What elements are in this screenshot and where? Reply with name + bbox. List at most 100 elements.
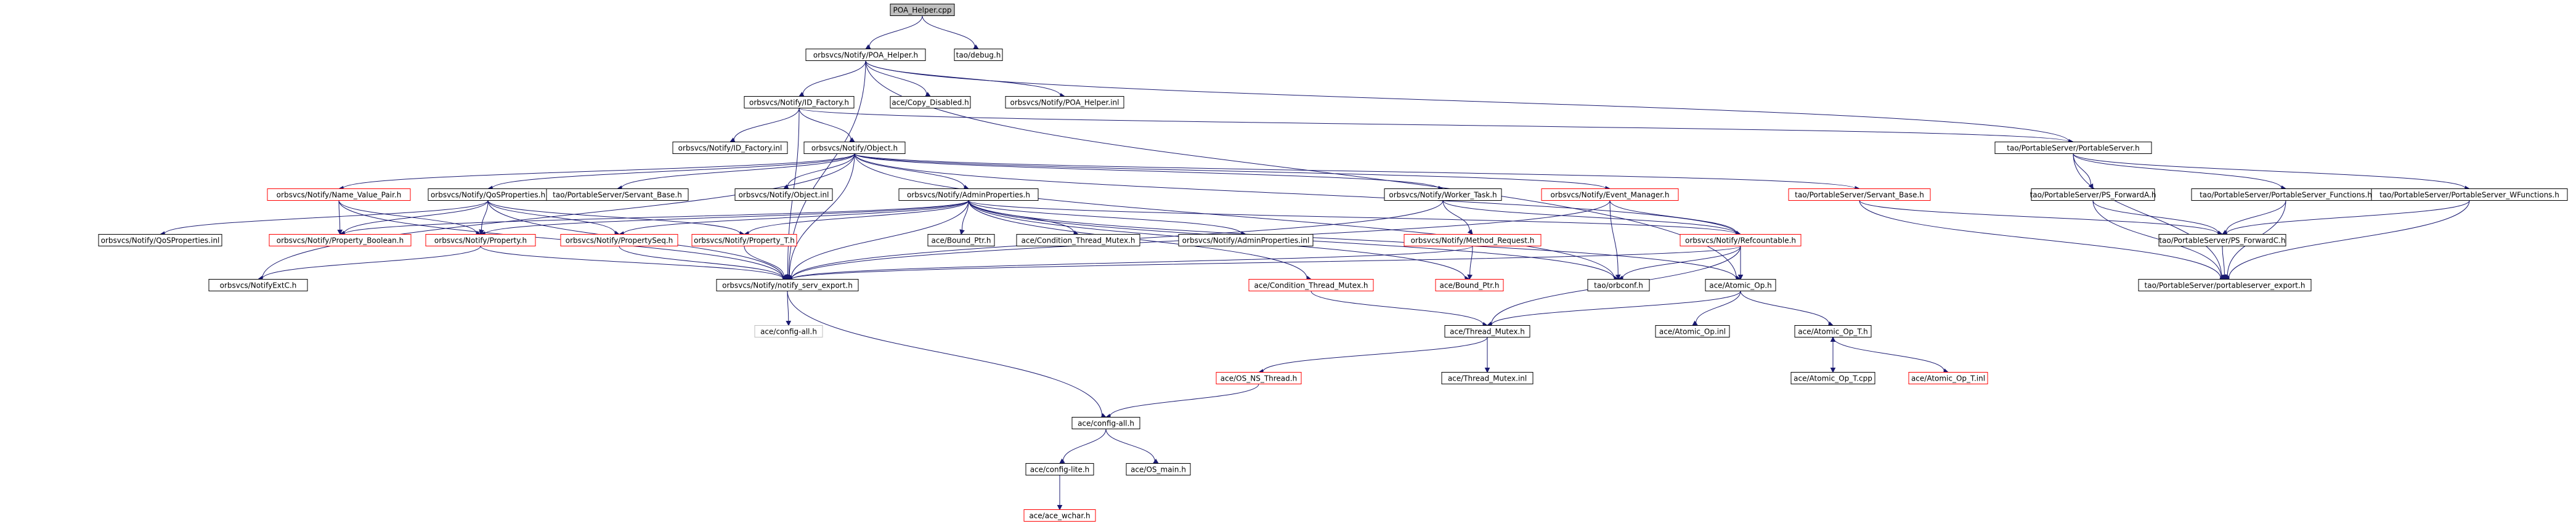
- node-label: tao/PortableServer/PortableServer_WFunct…: [2379, 191, 2559, 200]
- node-label: ace/OS_main.h: [1131, 466, 1186, 474]
- node-orbconf[interactable]: tao/orbconf.h: [1587, 279, 1650, 291]
- node-event-manager[interactable]: orbsvcs/Notify/Event_Manager.h: [1541, 188, 1679, 201]
- node-cond-thread-mutex[interactable]: ace/Condition_Thread_Mutex.h: [1016, 234, 1140, 246]
- node-tao-debug[interactable]: tao/debug.h: [954, 49, 1003, 61]
- edge-id_factory-to-id_factory_inl: [729, 108, 800, 143]
- node-bound-ptr[interactable]: ace/Bound_Ptr.h: [927, 234, 995, 246]
- node-thread-mutex-inl[interactable]: ace/Thread_Mutex.inl: [1441, 372, 1534, 384]
- node-os-ns-thread[interactable]: ace/OS_NS_Thread.h: [1216, 372, 1302, 384]
- node-box: [890, 4, 955, 16]
- node-label: ace/Copy_Disabled.h: [892, 99, 969, 107]
- edge-config_all-to-os_main: [1105, 429, 1159, 464]
- node-qos-props[interactable]: orbsvcs/Notify/QoSProperties.h: [428, 188, 548, 201]
- edge-atomic_op_t_cpp-to-atomic_op_t_h: [1830, 336, 1836, 373]
- node-box: [1587, 279, 1650, 291]
- node-ps-forwarda[interactable]: tao/PortableServer/PS_ForwardA.h: [2030, 188, 2156, 201]
- node-label: orbsvcs/Notify/Property_Boolean.h: [277, 236, 404, 245]
- node-atomic-op-h[interactable]: ace/Atomic_Op.h: [1705, 279, 1776, 291]
- node-label: orbsvcs/Notify/AdminProperties.inl: [1182, 236, 1310, 245]
- node-ps-export[interactable]: tao/PortableServer/portableserver_export…: [2138, 279, 2312, 291]
- edge-worker_task-to-refcountable: [1442, 200, 1742, 236]
- node-ps-functions[interactable]: tao/PortableServer/PortableServer_Functi…: [2191, 188, 2381, 201]
- node-ps-forwardc[interactable]: tao/PortableServer/PS_ForwardC.h: [2158, 234, 2286, 246]
- node-poa-inl[interactable]: orbsvcs/Notify/POA_Helper.inl: [1005, 96, 1124, 108]
- node-servant-base-red[interactable]: tao/PortableServer/Servant_Base.h: [1788, 188, 1931, 201]
- node-bound-ptr-red[interactable]: ace/Bound_Ptr.h: [1435, 279, 1504, 291]
- arrowhead-icon: [1153, 458, 1159, 464]
- node-label: ace/config-all.h: [1078, 419, 1134, 428]
- node-label: orbsvcs/Notify/POA_Helper.inl: [1010, 99, 1119, 107]
- node-object-h[interactable]: orbsvcs/Notify/Object.h: [803, 142, 906, 154]
- node-property-h[interactable]: orbsvcs/Notify/Property.h: [425, 234, 536, 246]
- node-copy-disabled[interactable]: ace/Copy_Disabled.h: [890, 96, 971, 108]
- node-refcountable[interactable]: orbsvcs/Notify/Refcountable.h: [1680, 234, 1802, 246]
- node-thread-mutex-h[interactable]: ace/Thread_Mutex.h: [1444, 325, 1530, 337]
- node-notify-extc[interactable]: orbsvcs/NotifyExtC.h: [208, 279, 308, 291]
- edge-event_manager-to-orbconf: [1609, 200, 1621, 280]
- node-layer: POA_Helper.cpp orbsvcs/Notify/POA_Helper.…: [98, 4, 2568, 522]
- node-servant-base-h[interactable]: tao/PortableServer/Servant_Base.h: [546, 188, 689, 201]
- node-label: ace/Atomic_Op_T.inl: [1911, 374, 1985, 383]
- node-box: [2138, 279, 2312, 291]
- node-id-factory[interactable]: orbsvcs/Notify/ID_Factory.h: [744, 96, 855, 108]
- edge-property_t-to-notify_serv_export: [744, 246, 788, 280]
- node-box: [716, 279, 859, 291]
- node-admin-props-inl[interactable]: orbsvcs/Notify/AdminProperties.inl: [1178, 234, 1314, 246]
- edge-admin_props-to-property_h: [479, 200, 969, 237]
- node-os-main[interactable]: ace/OS_main.h: [1126, 463, 1191, 475]
- arrowhead-icon: [959, 229, 965, 235]
- node-box: [1384, 188, 1502, 201]
- edge-ps_wfunctions-to-ps_forwardC: [2221, 200, 2470, 236]
- edge-refcountable-to-orbconf: [1617, 246, 1741, 281]
- node-label: orbsvcs/Notify/Property.h: [434, 236, 527, 245]
- node-property-t[interactable]: orbsvcs/Notify/Property_T.h: [691, 234, 797, 246]
- node-name-value-pair[interactable]: orbsvcs/Notify/Name_Value_Pair.h: [267, 188, 411, 201]
- node-label: ace/Atomic_Op_T.h: [1798, 328, 1867, 336]
- node-box: [1071, 417, 1140, 429]
- node-worker-task[interactable]: orbsvcs/Notify/Worker_Task.h: [1384, 188, 1502, 201]
- node-method-request[interactable]: orbsvcs/Notify/Method_Request.h: [1404, 234, 1542, 246]
- edge-atomic_op_h-to-thread_mutex_h: [1486, 291, 1741, 328]
- node-atomic-op-t-cpp[interactable]: ace/Atomic_Op_T.cpp: [1790, 372, 1875, 384]
- node-atomic-op-t-h[interactable]: ace/Atomic_Op_T.h: [1794, 325, 1872, 337]
- node-box: [1794, 325, 1872, 337]
- edge-layer: [159, 15, 2471, 511]
- node-property-seq[interactable]: orbsvcs/Notify/PropertySeq.h: [560, 234, 678, 246]
- node-label: ace/config-lite.h: [1030, 466, 1090, 474]
- node-poa-h[interactable]: orbsvcs/Notify/POA_Helper.h: [805, 49, 926, 61]
- node-label: orbsvcs/Notify/POA_Helper.h: [813, 51, 918, 60]
- node-root[interactable]: POA_Helper.cpp: [890, 4, 955, 16]
- node-box: [1005, 96, 1124, 108]
- node-config-all[interactable]: ace/config-all.h: [1071, 417, 1140, 429]
- node-label: ace/Bound_Ptr.h: [1440, 281, 1500, 290]
- node-box: [1788, 188, 1931, 201]
- node-label: tao/PortableServer/PortableServer.h: [2007, 144, 2139, 153]
- node-notify-serv-export[interactable]: orbsvcs/Notify/notify_serv_export.h: [716, 279, 859, 291]
- node-atomic-op-t-inl[interactable]: ace/Atomic_Op_T.inl: [1908, 372, 1988, 384]
- edge-object_h-to-qos_props: [487, 153, 855, 192]
- node-label: ace/Atomic_Op.inl: [1659, 328, 1726, 336]
- node-ps-wfunctions[interactable]: tao/PortableServer/PortableServer_WFunct…: [2371, 188, 2568, 201]
- node-box: [267, 188, 411, 201]
- edge-root-to-poa_h: [865, 15, 923, 50]
- node-prop-boolean[interactable]: orbsvcs/Notify/Property_Boolean.h: [269, 234, 412, 246]
- node-config-all-grey[interactable]: ace/config-all.h: [754, 325, 823, 337]
- edge-root-to-tao_debug: [922, 15, 979, 50]
- node-qos-props-inl[interactable]: orbsvcs/Notify/QoSProperties.inl: [98, 234, 222, 246]
- node-box: [1705, 279, 1776, 291]
- node-label: orbsvcs/Notify/QoSProperties.h: [431, 191, 545, 200]
- arrowhead-icon: [782, 274, 788, 280]
- node-box: [691, 234, 797, 246]
- node-ace-wchar[interactable]: ace/ace_wchar.h: [1023, 509, 1096, 522]
- node-id-factory-inl[interactable]: orbsvcs/Notify/ID_Factory.inl: [672, 142, 788, 154]
- node-box: [805, 49, 926, 61]
- edge-object_h-to-name_value_pair: [338, 153, 855, 192]
- arrowhead-icon: [479, 229, 484, 235]
- node-portable-server-h[interactable]: tao/PortableServer/PortableServer.h: [1994, 142, 2152, 154]
- node-atomic-op-inl[interactable]: ace/Atomic_Op.inl: [1655, 325, 1730, 337]
- node-config-lite[interactable]: ace/config-lite.h: [1025, 463, 1094, 475]
- node-object-inl[interactable]: orbsvcs/Notify/Object.inl: [734, 188, 833, 201]
- node-box: [1680, 234, 1802, 246]
- node-cond-thread-mutex-red[interactable]: ace/Condition_Thread_Mutex.h: [1248, 279, 1374, 291]
- node-admin-props[interactable]: orbsvcs/Notify/AdminProperties.h: [898, 188, 1039, 201]
